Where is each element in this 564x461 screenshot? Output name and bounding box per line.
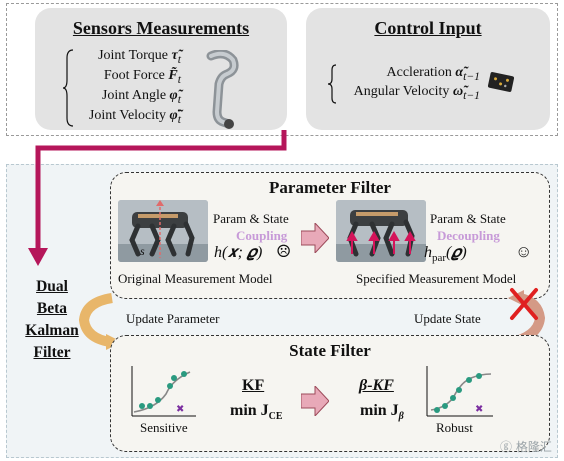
transform-arrow-icon	[301, 223, 329, 253]
input-flow-arrow	[28, 130, 287, 266]
robot-image-specified	[336, 200, 426, 262]
control-input-box: Control Input Accleration α̃t−1 Angular …	[306, 8, 550, 130]
dbkf-line: Filter	[33, 344, 71, 361]
control-item-acceleration: Accleration α̃t−1	[386, 65, 480, 83]
specified-model-caption: Specified Measurement Model	[356, 271, 517, 286]
dbkf-line: Kalman	[25, 322, 79, 339]
robot-image-original	[118, 200, 208, 262]
sensor-item-foot-force: Foot Force F̃t	[103, 68, 181, 86]
watermark: ⓖ 格隆汇	[500, 440, 552, 454]
smile-face-icon: ☺	[515, 242, 533, 261]
sensor-item-joint-angle: Joint Angle φ̃t	[101, 88, 181, 106]
dbkf-label: Dual Beta Kalman Filter	[20, 276, 84, 364]
sensor-item-torque: Joint Torque τ̃t	[98, 48, 181, 66]
update-parameter-label: Update Parameter	[126, 311, 220, 326]
svg-text:✖: ✖	[475, 404, 483, 415]
improve-arrow-icon	[301, 386, 329, 416]
dbkf-line: Beta	[36, 300, 68, 317]
dbkf-line: Dual	[36, 278, 68, 295]
param-state-label-right: Param & State	[430, 211, 506, 226]
sad-face-icon: ☹	[276, 242, 292, 261]
curly-brace-icon	[328, 64, 337, 104]
robust-fit-plot: ✖	[426, 366, 493, 417]
param-state-label-left: Param & State	[213, 211, 289, 226]
kf-method-label: KF	[242, 377, 265, 394]
sensors-measurements-box: Sensors Measurements Joint Torque τ̃t Fo…	[35, 8, 287, 130]
parameter-filter-title: Parameter Filter	[269, 178, 391, 197]
robot-frame-label: s	[140, 244, 145, 258]
beta-kf-objective: min Jβ	[360, 402, 404, 423]
sensors-title: Sensors Measurements	[72, 18, 250, 38]
svg-text:✖: ✖	[176, 404, 184, 415]
specified-model-function: hpar(𝝔)	[424, 244, 467, 265]
state-filter-box	[110, 335, 550, 452]
curly-brace-icon	[63, 49, 74, 127]
update-state-label: Update State	[414, 311, 481, 326]
sensitive-label: Sensitive	[140, 420, 188, 435]
beta-kf-method-label: β-KF	[359, 377, 394, 394]
state-filter-title: State Filter	[289, 341, 371, 360]
imu-chip-icon	[487, 72, 515, 92]
robust-label: Robust	[436, 420, 473, 435]
sensitive-fit-plot: ✖	[131, 366, 196, 417]
sensor-item-joint-velocity: Joint Velocity φ̃̇t	[88, 108, 181, 126]
watermark-logo-icon: ⓖ	[500, 440, 513, 454]
control-item-angular-velocity: Angular Velocity ω̃t−1	[353, 84, 480, 102]
kf-objective: min JCE	[230, 402, 283, 423]
control-title: Control Input	[374, 18, 482, 38]
coupling-label: Coupling	[236, 228, 288, 243]
robot-leg-icon	[206, 50, 239, 129]
decoupling-label: Decoupling	[437, 228, 500, 243]
original-model-function: h(𝒙; 𝝔)	[214, 244, 263, 261]
original-model-caption: Original Measurement Model	[118, 271, 273, 286]
